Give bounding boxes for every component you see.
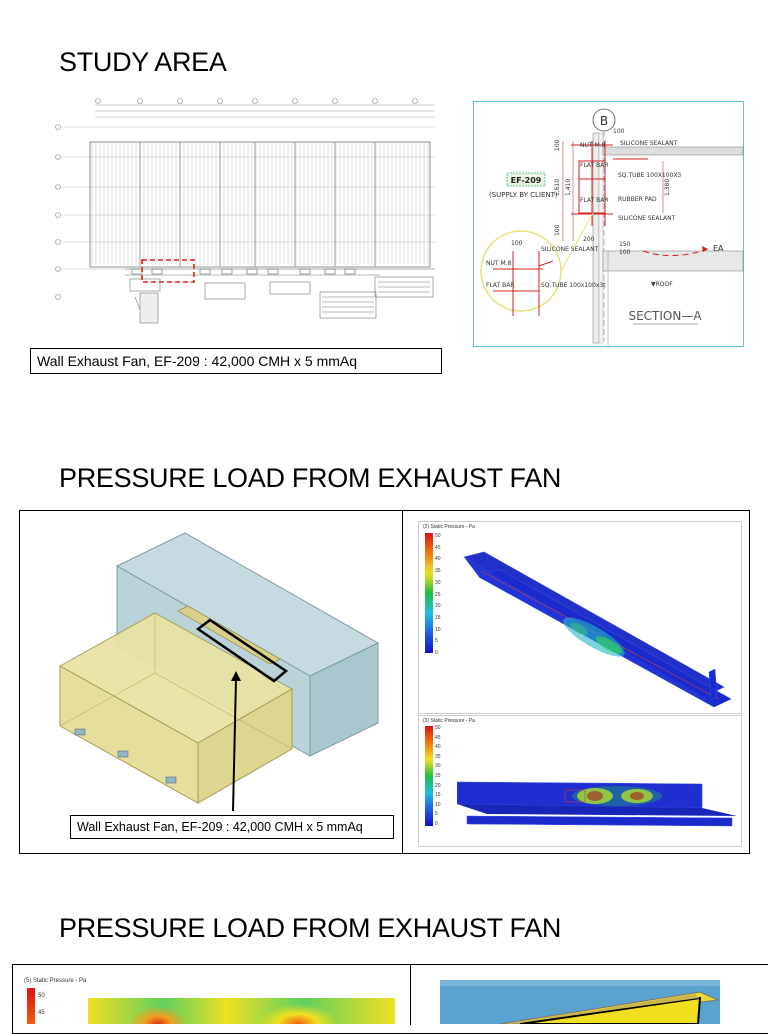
study-area-heading: STUDY AREA (59, 47, 227, 77)
cfd-plot-top: (2) Static Pressure - Pa 50 45 40 35 30 … (418, 521, 742, 714)
scale-tick: 20 (435, 782, 441, 789)
caption-study-area: Wall Exhaust Fan, EF-209 : 42,000 CMH x … (30, 348, 442, 374)
isometric-model-view (58, 532, 380, 812)
note-label: RUBBER PAD (618, 196, 657, 203)
cfd-beam-top (463, 551, 732, 707)
pressure-load-heading-1: PRESSURE LOAD FROM EXHAUST FAN (59, 463, 562, 493)
panel-divider (410, 965, 411, 1025)
scale-tick: 45 (435, 734, 441, 741)
pressure-load-heading-2: PRESSURE LOAD FROM EXHAUST FAN (59, 913, 562, 943)
note-label: SILICONE SEALANT (618, 215, 676, 222)
note-label: SQ.TUBE 100X100X3 (618, 172, 681, 179)
scale-tick: 30 (435, 579, 441, 586)
dim-label: 100 (554, 224, 561, 236)
scale-tick: 15 (435, 614, 441, 621)
scale-tick: 50 (38, 993, 45, 999)
note-label: SQ.TUBE 100x100x3t (541, 282, 606, 289)
cfd-beam-bottom (457, 781, 737, 827)
ea-label: EA (713, 244, 724, 253)
cfd-scale-3: 50 45 (38, 988, 45, 1022)
cfd-scale-top: 50 45 40 35 30 25 20 15 10 5 0 (435, 531, 455, 661)
supply-note: (SUPPLY BY CLIENT) (489, 191, 558, 199)
scale-tick: 45 (435, 544, 441, 551)
note-label: NUT M.8 (580, 142, 606, 149)
scale-tick: 40 (435, 744, 441, 751)
cfd-plot-title-top: (2) Static Pressure - Pa (423, 524, 475, 530)
roof-label: ▼ROOF (651, 281, 673, 288)
cfd-heatmap-3 (88, 998, 395, 1024)
scale-tick: 0 (435, 820, 438, 827)
cfd-scale-bottom: 50 45 40 35 30 25 20 15 10 5 0 (435, 724, 455, 834)
grid-bubble-label: B (600, 114, 608, 128)
cfd-plot-title-3: (5) Static Pressure - Pa (24, 978, 87, 984)
dim-label: 1,410 (565, 179, 572, 196)
scale-tick: 40 (435, 556, 441, 563)
scale-tick: 45 (38, 1010, 45, 1016)
note-label: FLAT BAR (580, 162, 609, 169)
dim-label: 200 (583, 236, 595, 243)
scale-tick: 35 (435, 568, 441, 575)
highlight-box (141, 259, 195, 283)
scale-tick: 5 (435, 638, 438, 645)
scale-tick: 20 (435, 603, 441, 610)
note-label: NUT M.8 (486, 260, 512, 267)
scale-tick: 30 (435, 763, 441, 770)
cfd-plot-title-bottom: (3) Static Pressure - Pa (423, 718, 475, 724)
cfd-colorbar-3 (27, 988, 35, 1024)
fan-tag: EF-209 (511, 176, 542, 185)
dim-label: 100 (619, 249, 631, 256)
dim-label: 1,610 (554, 179, 561, 196)
scale-tick: 15 (435, 792, 441, 799)
scale-tick: 50 (435, 725, 441, 731)
caption-pressure-load: Wall Exhaust Fan, EF-209 : 42,000 CMH x … (70, 815, 394, 839)
note-label: FLAT BAR (486, 282, 515, 289)
note-label: SILICONE SEALANT (620, 140, 678, 147)
dim-label: 1,380 (664, 179, 671, 196)
dim-label: 100 (613, 128, 625, 135)
scale-tick: 25 (435, 772, 441, 779)
section-label: SECTION—A (628, 309, 702, 323)
panel-divider (402, 511, 403, 853)
scale-tick: 0 (435, 650, 438, 657)
scale-tick: 25 (435, 591, 441, 598)
scale-tick: 5 (435, 811, 438, 818)
scale-tick: 10 (435, 801, 441, 808)
section-a-detail-drawing: B 100 1,610 1,410 1,380 100 100 200 150 … (473, 101, 744, 347)
dim-label: 100 (511, 240, 523, 247)
scale-tick: 10 (435, 626, 441, 633)
dim-label: 100 (554, 139, 561, 151)
dim-label: 150 (619, 241, 631, 248)
scale-tick: 35 (435, 753, 441, 760)
scale-tick: 50 (435, 533, 441, 539)
note-label: FLAT BAR (580, 197, 609, 204)
cfd-colorbar-top (425, 533, 433, 653)
floor-plan-drawing (40, 97, 440, 329)
cfd-colorbar-bottom (425, 726, 433, 826)
model-view-3 (440, 980, 720, 1024)
note-label: SILICONE SEALANT (541, 246, 599, 253)
cfd-plot-bottom: (3) Static Pressure - Pa 50 45 40 35 30 … (418, 715, 742, 847)
